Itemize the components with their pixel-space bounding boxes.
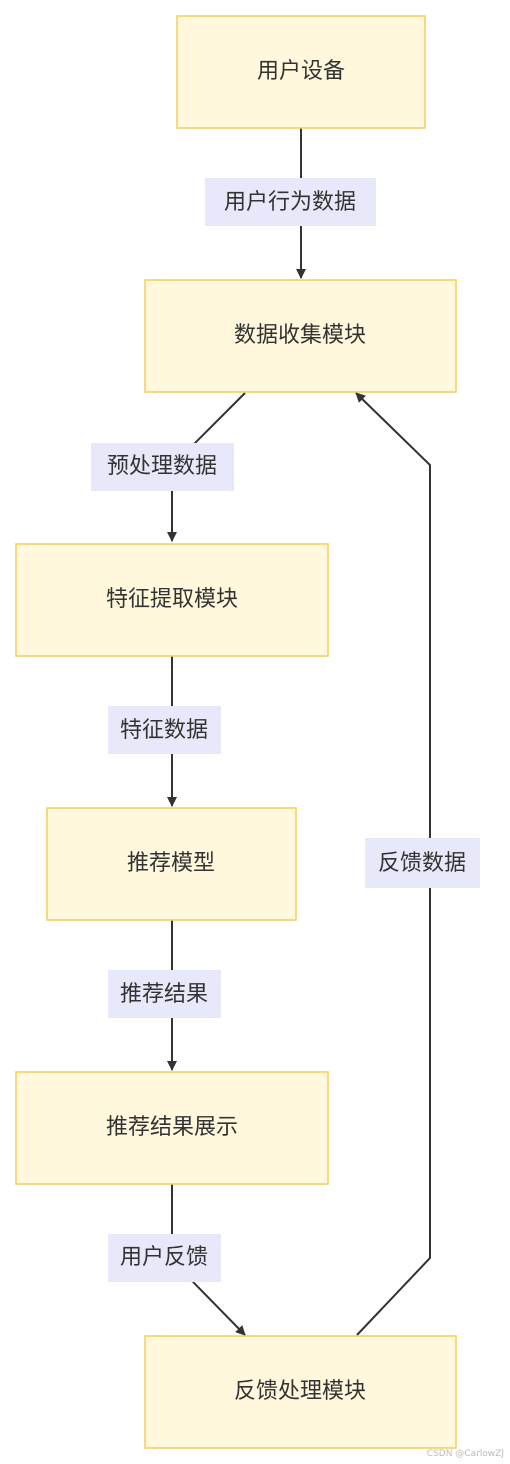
node-result-display-label: 推荐结果展示 [106,1115,238,1140]
node-data-collection-label: 数据收集模块 [234,323,366,348]
edge-label-user-feedback: 用户反馈 [108,1234,221,1282]
watermark-text: CSDN @CarlowZJ [427,1449,504,1459]
edge-label-feedback-data-text: 反馈数据 [378,851,466,876]
edge-label-user-behavior-data: 用户行为数据 [205,178,376,226]
node-data-collection: 数据收集模块 [144,279,457,393]
node-result-display: 推荐结果展示 [15,1071,329,1185]
edge-label-recommend-result: 推荐结果 [108,970,221,1018]
edge-label-feature-data: 特征数据 [108,706,221,754]
node-user-device: 用户设备 [176,15,426,129]
node-recommend-model: 推荐模型 [46,807,297,921]
edge-label-feedback-data: 反馈数据 [365,838,480,888]
node-feature-extraction-label: 特征提取模块 [106,587,238,612]
edge-label-preprocessed-data-text: 预处理数据 [107,454,217,479]
edge-label-feature-data-text: 特征数据 [120,718,208,743]
edge-label-user-feedback-text: 用户反馈 [120,1245,208,1270]
node-recommend-model-label: 推荐模型 [127,851,215,876]
edge-label-user-behavior-data-text: 用户行为数据 [224,190,356,215]
node-feedback-processing-label: 反馈处理模块 [234,1379,366,1404]
edge-label-preprocessed-data: 预处理数据 [91,443,234,491]
edge-label-recommend-result-text: 推荐结果 [120,982,208,1007]
node-feature-extraction: 特征提取模块 [15,543,329,657]
node-user-device-label: 用户设备 [257,59,345,84]
node-feedback-processing: 反馈处理模块 [144,1335,457,1449]
